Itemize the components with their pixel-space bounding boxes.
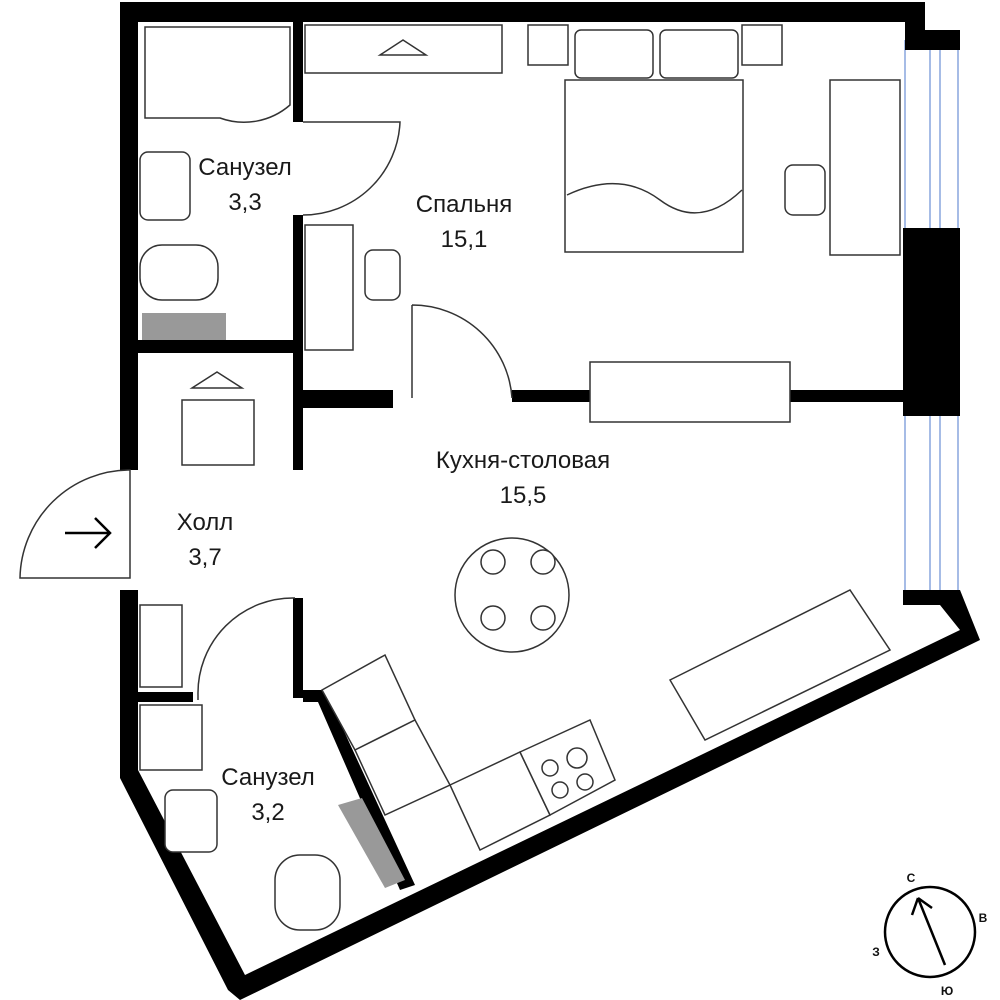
svg-text:Холл: Холл — [177, 509, 234, 536]
furniture — [139, 24, 901, 931]
svg-text:Санузел: Санузел — [221, 764, 315, 791]
svg-text:3,2: 3,2 — [251, 799, 284, 826]
room-label-bathroom-2: Санузел 3,2 — [221, 764, 315, 826]
svg-text:В: В — [979, 911, 988, 925]
windows — [904, 40, 959, 592]
svg-text:Санузел: Санузел — [198, 154, 292, 181]
svg-text:С: С — [907, 871, 916, 885]
room-label-bathroom-1: Санузел 3,3 — [198, 154, 292, 216]
shaft — [142, 313, 226, 340]
compass: С В З Ю — [872, 871, 987, 998]
walls — [120, 2, 980, 1000]
entrance-arrow-icon — [65, 517, 112, 549]
svg-text:15,1: 15,1 — [441, 226, 488, 253]
shaft — [338, 798, 405, 888]
north-arrow-icon — [910, 896, 947, 966]
svg-text:З: З — [872, 945, 880, 959]
svg-text:Кухня-столовая: Кухня-столовая — [436, 447, 610, 474]
doors — [19, 121, 513, 700]
svg-text:3,3: 3,3 — [228, 189, 261, 216]
svg-text:15,5: 15,5 — [500, 482, 547, 509]
room-label-hall: Холл 3,7 — [177, 509, 234, 571]
svg-text:Ю: Ю — [941, 984, 953, 998]
svg-text:3,7: 3,7 — [188, 544, 221, 571]
room-label-kitchen-dining: Кухня-столовая 15,5 — [436, 447, 610, 509]
room-label-bedroom: Спальня 15,1 — [416, 191, 512, 253]
svg-text:Спальня: Спальня — [416, 191, 512, 218]
